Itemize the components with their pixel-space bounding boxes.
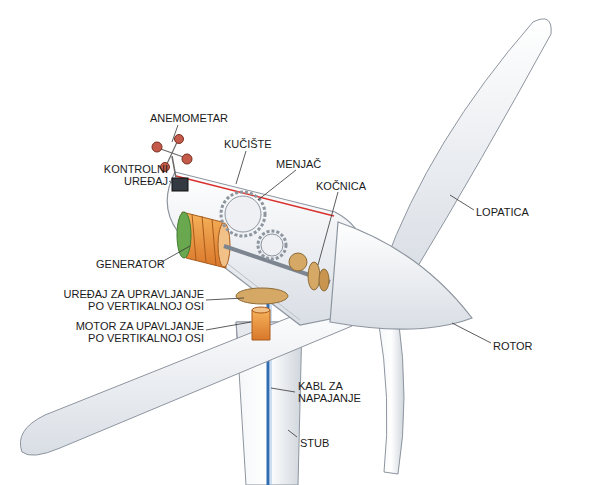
cable-label: KABL ZA NAPAJANJE [298, 380, 368, 404]
control-unit-label: KONTROLNI UREĐAJ [90, 163, 168, 187]
anemometer-label: ANEMOMETAR [150, 112, 228, 124]
tower-label: STUB [300, 437, 329, 449]
brake-label: KOČNICA [316, 180, 366, 192]
yaw-motor-label: MOTOR ZA UPAVLJANJE PO VERTIKALNOJ OSI [68, 320, 204, 344]
generator-label: GENERATOR [96, 258, 165, 270]
housing-label: KUČIŠTE [224, 138, 272, 150]
yaw-drive-label: UREĐAJ ZA UPRAVLJANJE PO VERTIKALNOJ OSI [56, 288, 204, 312]
gearbox-label: MENJAČ [276, 158, 321, 170]
rotor-label: ROTOR [493, 340, 533, 352]
blade-label: LOPATICA [476, 206, 529, 218]
